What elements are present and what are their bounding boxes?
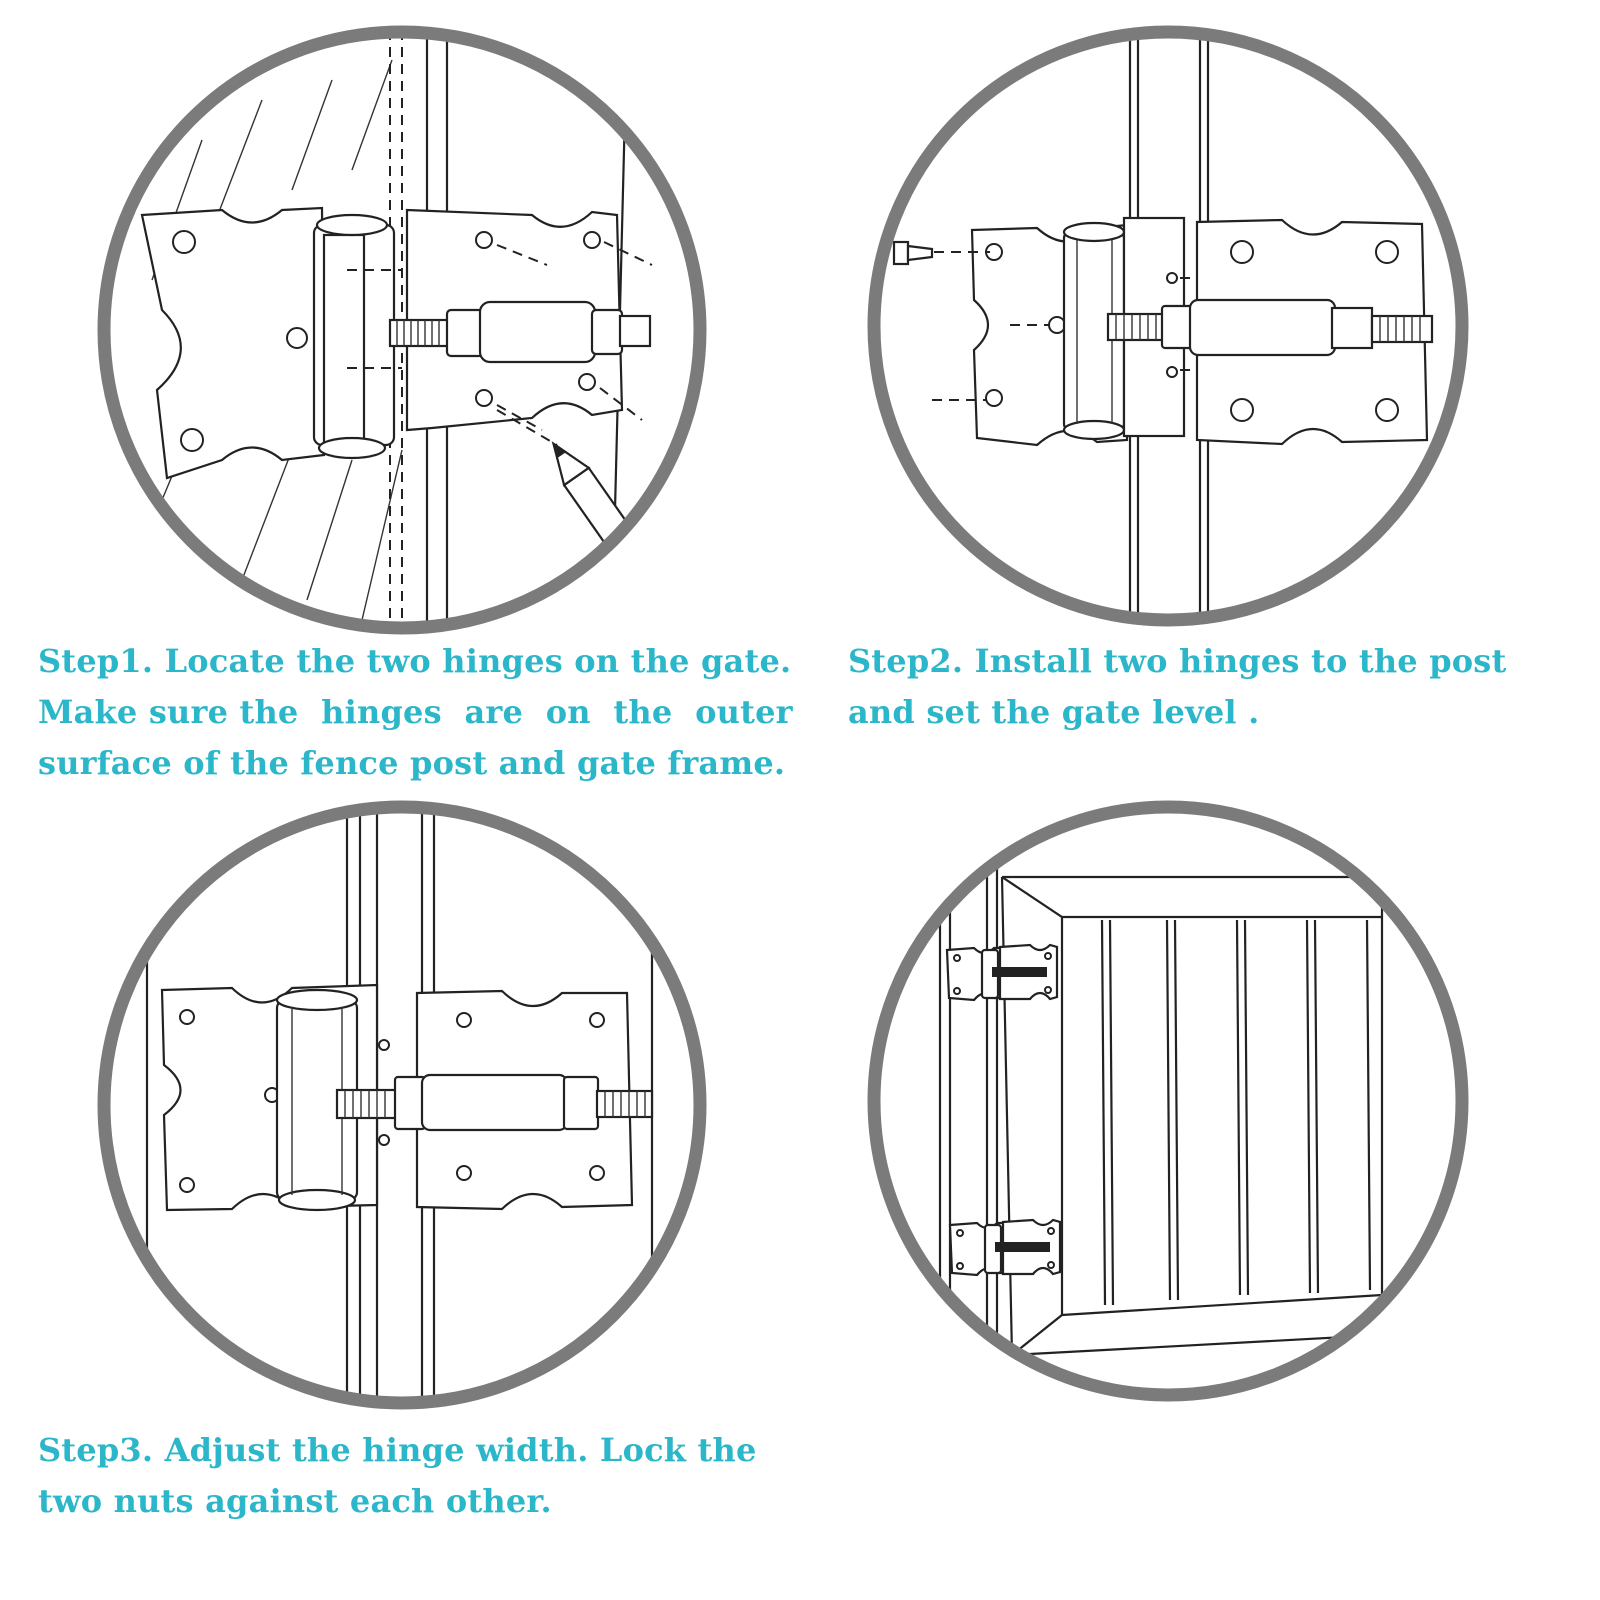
step1-caption-line3: surface of the fence post and gate frame… <box>38 744 786 782</box>
gate-with-two-hinges-icon <box>867 800 1469 1402</box>
step3-caption-line2: two nuts against each other. <box>38 1482 552 1520</box>
hinge-marking-pencil-icon <box>97 25 707 635</box>
step1-caption: Step1. Locate the two hinges on the gate… <box>38 636 793 789</box>
step4-illustration <box>862 795 1474 1407</box>
step2-caption-line2: and set the gate level . <box>848 693 1260 731</box>
step2-illustration <box>862 20 1474 632</box>
step1-illustration <box>92 20 712 640</box>
step3-caption-line1: Step3. Adjust the hinge width. Lock the <box>38 1431 757 1469</box>
step2-caption: Step2. Install two hinges to the post an… <box>848 636 1507 738</box>
step1-caption-line1: Step1. Locate the two hinges on the gate… <box>38 642 792 680</box>
step3-illustration <box>92 795 712 1415</box>
hinge-install-screw-icon <box>867 25 1469 627</box>
hinge-adjust-nuts-icon <box>97 800 707 1410</box>
step1-caption-line2: Make sure the hinges are on the outer <box>38 693 793 731</box>
step2-caption-line1: Step2. Install two hinges to the post <box>848 642 1507 680</box>
step3-caption: Step3. Adjust the hinge width. Lock the … <box>38 1425 757 1527</box>
